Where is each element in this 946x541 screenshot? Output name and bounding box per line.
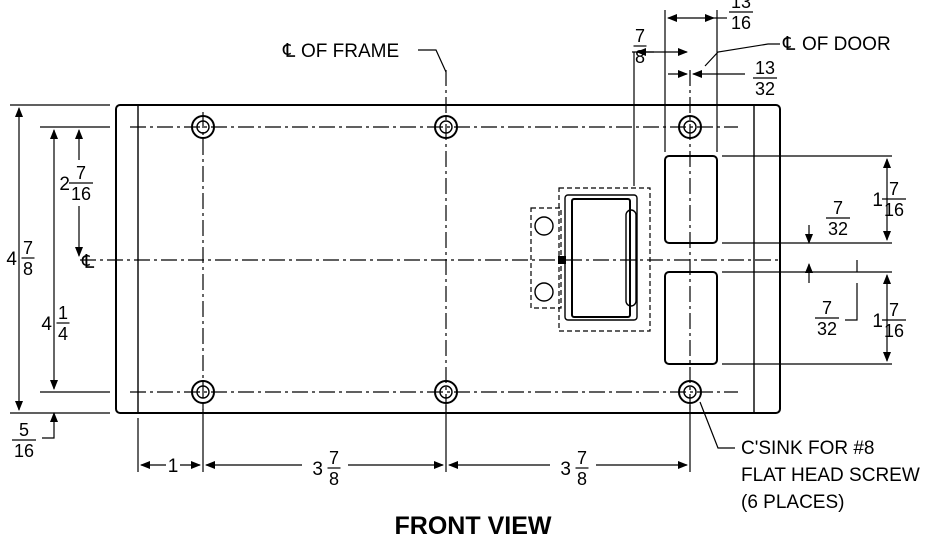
dim-d-7-32-top: 732 bbox=[826, 198, 850, 239]
dim-d-4-7-8: 478 bbox=[6, 238, 35, 279]
dim-whole: 3 bbox=[312, 459, 323, 480]
callout-line-3: (6 PLACES) bbox=[741, 492, 844, 513]
dim-denominator: 16 bbox=[884, 200, 904, 220]
dim-whole: 3 bbox=[560, 459, 571, 480]
dim-d-7-8: 78 bbox=[633, 26, 647, 67]
cl-door-label: ℄ OF DOOR bbox=[782, 34, 891, 55]
cl-frame-text: OF FRAME bbox=[301, 41, 399, 62]
dim-numerator: 13 bbox=[731, 0, 751, 12]
dim-d-3-7-8-left: 378 bbox=[312, 448, 341, 489]
dim-denominator: 16 bbox=[731, 13, 751, 33]
dim-denominator: 8 bbox=[577, 469, 587, 489]
bottom-dimensions bbox=[137, 405, 691, 472]
left-dimensions bbox=[10, 104, 110, 439]
dim-numerator: 7 bbox=[889, 179, 899, 199]
dim-1: 1 bbox=[168, 456, 179, 477]
dim-numerator: 7 bbox=[889, 300, 899, 320]
dim-denominator: 4 bbox=[58, 324, 68, 344]
dim-denominator: 8 bbox=[23, 259, 33, 279]
cl-symbol: ℄ bbox=[81, 252, 95, 273]
dim-numerator: 7 bbox=[833, 198, 843, 218]
dim-denominator: 32 bbox=[755, 79, 775, 99]
screw-hole-icon bbox=[434, 380, 458, 404]
dim-whole: 1 bbox=[872, 311, 883, 332]
latch-assembly bbox=[530, 187, 651, 332]
dim-d-3-7-8-right: 378 bbox=[560, 448, 589, 489]
dim-denominator: 32 bbox=[817, 319, 837, 339]
dim-denominator: 8 bbox=[635, 47, 645, 67]
page-title: FRONT VIEW bbox=[395, 512, 552, 540]
dim-numerator: 7 bbox=[577, 448, 587, 468]
dim-numerator: 7 bbox=[822, 298, 832, 318]
dim-whole: 2 bbox=[59, 174, 70, 195]
dim-denominator: 16 bbox=[71, 184, 91, 204]
dim-numerator: 7 bbox=[635, 26, 645, 46]
leaders bbox=[418, 49, 735, 449]
hinge-pads bbox=[664, 155, 718, 365]
screw-hole-icon bbox=[678, 115, 702, 139]
dim-denominator: 16 bbox=[14, 441, 34, 461]
dim-numerator: 7 bbox=[23, 238, 33, 258]
dim-d-7-32-bot: 732 bbox=[815, 298, 839, 339]
dim-whole: 1 bbox=[872, 190, 883, 211]
cl-symbol: ℄ bbox=[282, 41, 296, 62]
right-dimensions bbox=[722, 155, 892, 365]
dim-numerator: 13 bbox=[755, 58, 775, 78]
dim-denominator: 8 bbox=[329, 469, 339, 489]
callout-text: C'SINK FOR #8 FLAT HEAD SCREW (6 PLACES) bbox=[741, 438, 920, 513]
screw-hole-icon bbox=[191, 115, 215, 139]
centerlines bbox=[80, 70, 780, 410]
dim-denominator: 16 bbox=[884, 321, 904, 341]
screw-holes bbox=[191, 115, 702, 404]
screw-hole-icon bbox=[678, 380, 702, 404]
top-dimensions bbox=[632, 10, 780, 186]
cl-door-text: OF DOOR bbox=[802, 34, 891, 55]
dim-numerator: 7 bbox=[76, 163, 86, 183]
screw-hole-icon bbox=[434, 115, 458, 139]
dim-numerator: 1 bbox=[58, 303, 68, 323]
dim-numerator: 5 bbox=[19, 420, 29, 440]
dim-denominator: 32 bbox=[828, 219, 848, 239]
dim-whole: 4 bbox=[41, 314, 52, 335]
dim-numerator: 7 bbox=[329, 448, 339, 468]
cl-frame-label: ℄ OF FRAME bbox=[282, 41, 399, 62]
dim-d-5-16: 516 bbox=[12, 420, 36, 461]
screw-hole-icon bbox=[191, 380, 215, 404]
dim-d-4-1-4: 414 bbox=[41, 303, 70, 344]
callout-line-1: C'SINK FOR #8 bbox=[741, 438, 875, 459]
callout-line-2: FLAT HEAD SCREW bbox=[741, 465, 920, 486]
cl-symbol: ℄ bbox=[782, 34, 796, 55]
dim-whole: 4 bbox=[6, 249, 17, 270]
frame-outline bbox=[115, 104, 781, 414]
